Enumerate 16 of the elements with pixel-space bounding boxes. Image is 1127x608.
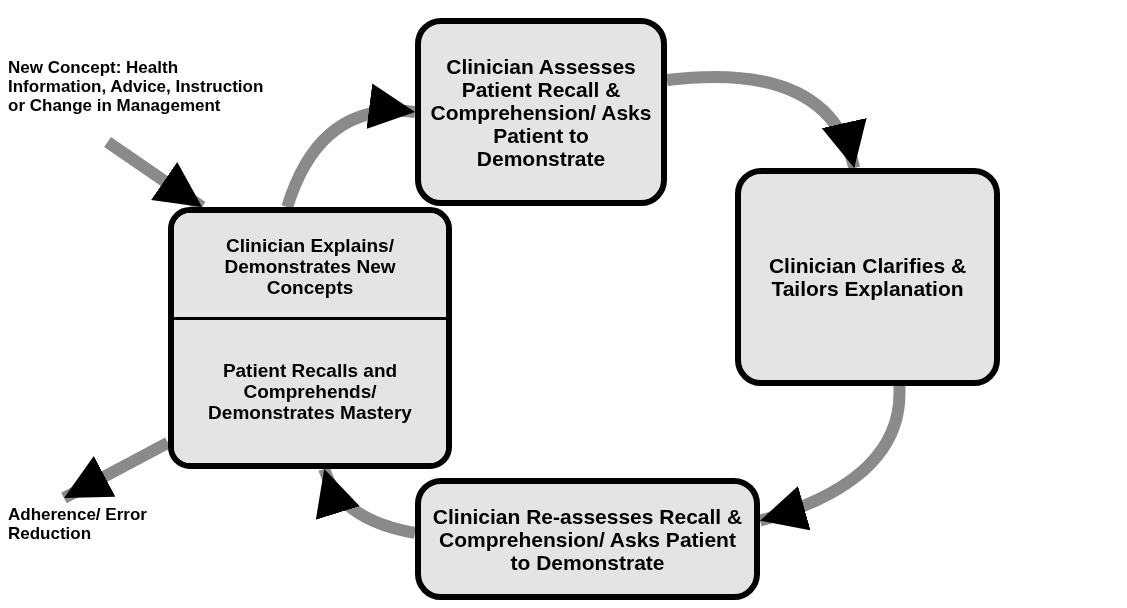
annotation-text: Adherence/ Error Reduction: [8, 498, 148, 550]
box-text: Clinician Explains/ Demonstrates New Concepts: [223, 235, 397, 298]
box-text: Patient Recalls and Comprehends/ Demonstrates Mastery: [207, 360, 413, 423]
process-box: [735, 168, 1000, 386]
box-text: Clinician Clarifies & Tailors Explanation: [767, 254, 968, 300]
arrow: [318, 466, 417, 539]
box-text: Clinician Re-assesses Recall & Comprehension/ Asks Patient to Demonstrate: [431, 504, 744, 574]
box-text: Clinician Assesses Patient Recall & Comprehension/ Asks Patient to Demonstrate: [429, 54, 653, 170]
arrow: [758, 385, 906, 530]
arrow: [666, 70, 864, 170]
arrow: [281, 85, 416, 209]
box-section: [174, 213, 446, 320]
process-box: [415, 478, 760, 600]
split-box-frame: [168, 207, 452, 469]
annotation-text: New Concept: Health Information, Advice, Instruction or Change in Management: [8, 30, 270, 142]
process-box: [415, 18, 667, 206]
